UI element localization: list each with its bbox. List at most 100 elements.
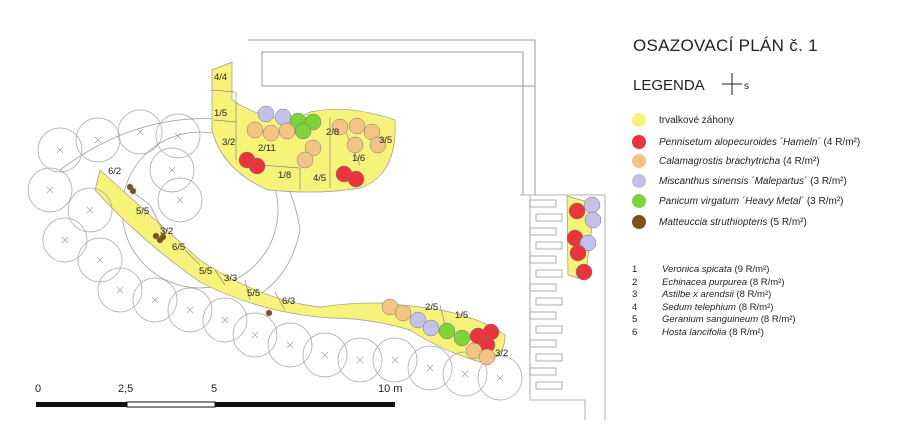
plant-marker bbox=[152, 232, 160, 240]
shrub-cross bbox=[86, 206, 94, 214]
shrub-cross bbox=[426, 364, 434, 372]
shrub-circle bbox=[75, 117, 121, 163]
plant-marker bbox=[296, 151, 314, 169]
legend-name: trvalkové záhony bbox=[659, 114, 735, 126]
legend-title: LEGENDA bbox=[633, 77, 705, 94]
legend-swatch bbox=[632, 194, 646, 208]
bed-label: 6/2 bbox=[108, 166, 121, 177]
shrub-circles bbox=[27, 109, 523, 401]
numbered-species: Veronica spicata bbox=[662, 264, 732, 275]
numbered-species: Sedum telephium bbox=[662, 301, 736, 313]
legend-rate: (4 R/m²) bbox=[820, 136, 861, 148]
paving-stone bbox=[535, 353, 563, 362]
paving-stone bbox=[535, 297, 563, 306]
paving-stone bbox=[529, 255, 557, 264]
shrub-cross bbox=[221, 316, 229, 324]
plant-marker bbox=[304, 139, 322, 157]
legend-species: Matteuccia struthiopteris bbox=[659, 216, 768, 228]
scale-bar bbox=[36, 401, 395, 408]
shrub-circle bbox=[37, 127, 83, 173]
bed-label: 2/8 bbox=[326, 127, 339, 138]
plant-marker bbox=[478, 348, 496, 366]
shrub-cross bbox=[151, 296, 159, 304]
paving-stone bbox=[529, 339, 557, 348]
legend-swatch bbox=[632, 113, 646, 127]
shrub-cross bbox=[461, 370, 469, 378]
bed-label: 5/5 bbox=[136, 206, 149, 217]
bed-label: 2/5 bbox=[425, 302, 438, 313]
paving-stone bbox=[529, 283, 557, 292]
plant-marker bbox=[265, 309, 273, 317]
bed-label: 5/5 bbox=[199, 266, 212, 277]
shrub-circle bbox=[132, 277, 178, 323]
legend-species: Pennisetum alopecuroides ´Hameln´ bbox=[659, 136, 821, 148]
legend-label: Calamagrostis brachytricha (4 R/m²) bbox=[659, 156, 820, 167]
plant-marker bbox=[248, 157, 266, 175]
legend-item: Matteuccia struthiopteris (5 R/m²) bbox=[632, 214, 807, 230]
shrub-circle bbox=[267, 322, 313, 368]
legend-rate: (5 R/m²) bbox=[767, 216, 807, 228]
north-arrow-icon: s bbox=[722, 73, 749, 95]
plan-title: OSAZOVACÍ PLÁN č. 1 bbox=[633, 36, 818, 55]
shrub-circle bbox=[372, 337, 418, 383]
shrub-cross bbox=[391, 356, 399, 364]
paving-stone bbox=[535, 241, 563, 250]
plant-marker bbox=[394, 304, 412, 322]
shrub-cross bbox=[94, 136, 102, 144]
paving-stone bbox=[529, 227, 557, 236]
bed-label: 3/3 bbox=[224, 273, 237, 284]
legend-swatch bbox=[632, 154, 646, 168]
legend-rate: (3 R/m²) bbox=[807, 175, 847, 187]
bed-label: 1/5 bbox=[214, 108, 227, 119]
legend-item: Pennisetum alopecuroides ´Hameln´ (4 R/m… bbox=[632, 134, 860, 150]
numbered-rate: (8 R/m²) bbox=[747, 276, 785, 288]
plant-marker bbox=[262, 124, 280, 142]
numbered-index: 3 bbox=[632, 289, 638, 301]
plant-marker bbox=[422, 319, 440, 337]
numbered-index: 5 bbox=[632, 314, 638, 326]
shrub-circle bbox=[442, 351, 488, 397]
paving-outline bbox=[520, 194, 606, 420]
numbered-index: 1 bbox=[632, 264, 638, 275]
plant-marker bbox=[278, 122, 296, 140]
plant-marker bbox=[294, 122, 312, 140]
shrub-circle bbox=[167, 287, 213, 333]
shrub-cross bbox=[116, 286, 124, 294]
paving-stone bbox=[535, 269, 563, 278]
legend-label: Matteuccia struthiopteris (5 R/m²) bbox=[659, 217, 807, 228]
numbered-index: 2 bbox=[632, 276, 638, 288]
scale-label-2-5: 2,5 bbox=[118, 383, 134, 395]
bed-label: 3/2 bbox=[222, 137, 235, 148]
bed-label: 1/8 bbox=[278, 170, 291, 181]
plant-marker bbox=[331, 118, 349, 136]
scale-label-5: 5 bbox=[211, 383, 218, 395]
shrub-cross bbox=[496, 374, 504, 382]
building-outline bbox=[248, 39, 536, 195]
plant-marker bbox=[348, 117, 366, 135]
paving-stone bbox=[529, 311, 557, 320]
numbered-rate: (8 R/m²) bbox=[735, 301, 774, 313]
plant-marker bbox=[274, 108, 292, 126]
bed-label: 1/6 bbox=[352, 153, 365, 164]
shrub-cross bbox=[56, 146, 64, 154]
paving-stone bbox=[535, 325, 563, 334]
shrub-circle bbox=[42, 217, 88, 263]
shrub-cross bbox=[356, 356, 364, 364]
plant-marker bbox=[246, 121, 264, 139]
plant-marker bbox=[438, 322, 456, 340]
shrub-circle bbox=[67, 187, 113, 233]
bed-label: 6/3 bbox=[282, 296, 295, 307]
shrub-cross bbox=[46, 186, 54, 194]
shrub-circle bbox=[232, 312, 278, 358]
legend-item: trvalkové záhony bbox=[632, 112, 734, 128]
shrub-circle bbox=[77, 237, 123, 283]
shrub-circle bbox=[117, 109, 163, 155]
plant-marker bbox=[575, 263, 593, 281]
numbered-species: Echinacea purpurea bbox=[662, 276, 748, 288]
plant-marker bbox=[129, 187, 137, 195]
plant-marker bbox=[257, 105, 275, 123]
paving-stone bbox=[535, 381, 563, 390]
